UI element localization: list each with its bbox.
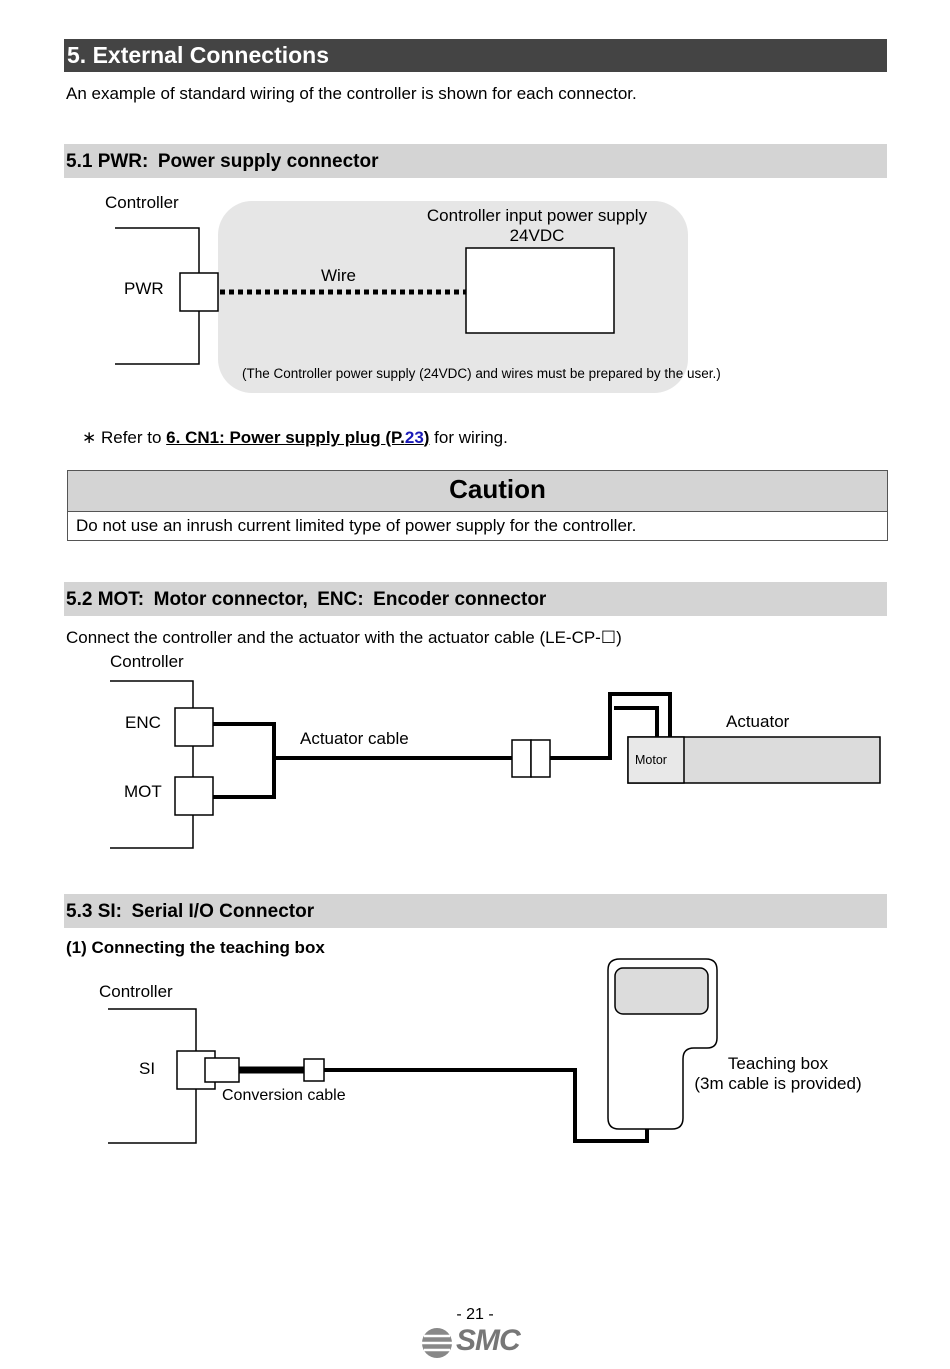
wire-label: Wire: [321, 266, 356, 285]
conversion-joint: [303, 1058, 325, 1082]
motor-label: Motor: [635, 753, 667, 767]
cable-joint-right: [530, 739, 551, 778]
enc-connector: [174, 707, 214, 747]
cable-joint-left: [511, 739, 532, 778]
pwr-diagram: [115, 201, 688, 393]
section-5-2-title: 5.2 MOT: Motor connector, ENC: Encoder c…: [66, 589, 547, 610]
section-5-1-header: 5.1 PWR: Power supply connector: [64, 144, 887, 178]
section-5-3-title: 5.3 SI: Serial I/O Connector: [66, 901, 315, 922]
actuator-label: Actuator: [726, 712, 790, 731]
mot-enc-diagram: [110, 680, 881, 849]
power-plug-link-text: 6. CN1: Power supply plug (P.: [166, 428, 405, 447]
pwr-connector: [179, 272, 219, 312]
section-5-1-title: 5.1 PWR: Power supply connector: [66, 151, 379, 172]
refer-note: ∗ Refer to 6. CN1: Power supply plug (P.…: [82, 428, 508, 448]
teaching-box-cable: [324, 1068, 649, 1143]
teaching-box-label-line1: Teaching box: [727, 1054, 829, 1073]
power-supply-label-line2: 24VDC: [509, 226, 565, 245]
caution-box: Caution Do not use an inrush current lim…: [67, 470, 888, 541]
refer-prefix: ∗ Refer to: [82, 428, 167, 447]
section-5-title: 5. External Connections: [67, 42, 330, 68]
mot-controller-label: Controller: [110, 652, 184, 671]
power-plug-link-close: ): [423, 428, 430, 447]
section-5-header: 5. External Connections: [64, 39, 887, 72]
smc-logo-text: SMC: [456, 1324, 521, 1357]
controller-outline-2: [110, 680, 194, 849]
section-5-3-subtitle: (1) Connecting the teaching box: [66, 938, 325, 957]
si-diagram: [108, 958, 718, 1144]
section-5-2-intro: Connect the controller and the actuator …: [66, 628, 622, 647]
enc-label: ENC: [125, 713, 161, 732]
teaching-box-label: Teaching box (3m cable is provided): [686, 1054, 870, 1094]
teaching-box-screen: [614, 967, 709, 1015]
caution-title-wrap: Caution: [68, 474, 887, 505]
power-supply-label: Controller input power supply 24VDC: [421, 206, 653, 246]
actuator-cable-out: [550, 692, 672, 760]
teaching-box-label-line2: (3m cable is provided): [694, 1074, 862, 1093]
section-5-3-header: 5.3 SI: Serial I/O Connector: [64, 894, 887, 928]
actuator-cable-inner: [614, 706, 659, 737]
power-plug-link-page: 23: [404, 428, 424, 447]
power-plug-link[interactable]: 6. CN1: Power supply plug (P.23): [166, 428, 429, 447]
power-supply-box: [465, 247, 615, 334]
refer-suffix: for wiring.: [429, 428, 508, 447]
cable-split: [213, 722, 276, 799]
section-5-intro: An example of standard wiring of the con…: [66, 84, 637, 103]
conversion-plug: [204, 1057, 240, 1083]
pwr-label: PWR: [124, 279, 164, 298]
caution-title: Caution: [449, 474, 546, 504]
si-label: SI: [139, 1059, 156, 1078]
section-5-2-header: 5.2 MOT: Motor connector, ENC: Encoder c…: [64, 582, 887, 616]
pwr-controller-label: Controller: [105, 193, 179, 212]
motor-block: [627, 736, 685, 784]
caution-text: Do not use an inrush current limited typ…: [76, 516, 637, 535]
power-supply-label-line1: Controller input power supply: [426, 206, 648, 225]
si-controller-label: Controller: [99, 982, 173, 1001]
mot-label: MOT: [124, 782, 162, 801]
user-prepare-note: (The Controller power supply (24VDC) and…: [242, 366, 721, 381]
page-number: - 21 -: [456, 1306, 494, 1323]
actuator-cable-label: Actuator cable: [300, 729, 409, 748]
conversion-cable-label: Conversion cable: [222, 1087, 346, 1104]
smc-logo-icon: [422, 1328, 452, 1358]
caution-header: Caution: [68, 471, 887, 512]
mot-connector: [174, 776, 214, 816]
